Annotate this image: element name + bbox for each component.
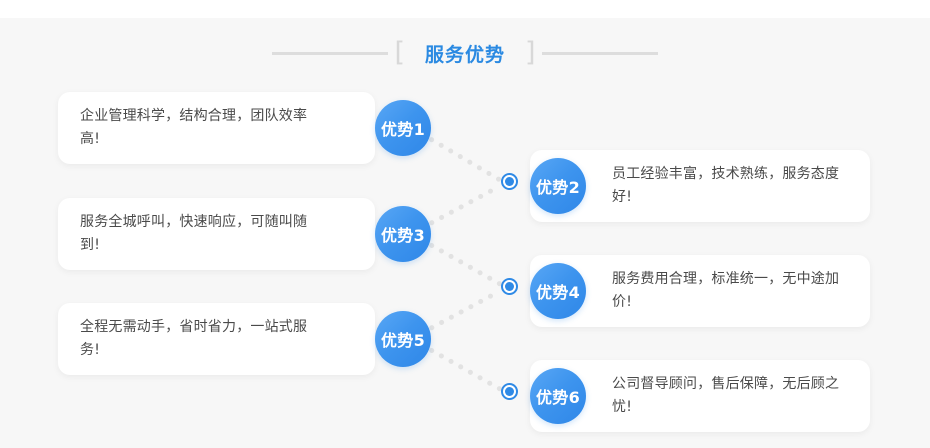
advantage-card-3[interactable]: 服务全城呼叫，快速响应，可随叫随到! [58,198,375,270]
advantage-badge-5[interactable]: 优势5 [375,311,431,367]
advantage-text-4: 服务费用合理，标准统一，无中途加价! [612,271,840,310]
advantage-row-2: 员工经验丰富，技术熟练，服务态度好! 优势2 [530,150,870,222]
advantage-text-1: 企业管理科学，结构合理，团队效率高! [80,108,308,147]
node-dot-2[interactable] [501,173,518,190]
bracket-left-icon: [ [394,36,405,68]
page-title: 服务优势 [424,43,505,66]
advantage-row-1: 企业管理科学，结构合理，团队效率高! 优势1 [58,92,431,164]
advantage-badge-1[interactable]: 优势1 [375,100,431,156]
advantage-row-5: 全程无需动手，省时省力，一站式服务! 优势5 [58,303,431,375]
advantage-badge-2[interactable]: 优势2 [530,158,586,214]
node-dot-6[interactable] [501,383,518,400]
advantage-badge-6[interactable]: 优势6 [530,368,586,424]
advantage-row-3: 服务全城呼叫，快速响应，可随叫随到! 优势3 [58,198,431,270]
advantage-badge-4[interactable]: 优势4 [530,263,586,319]
section-heading: [ 服务优势 ] [0,36,930,70]
advantage-card-6[interactable]: 公司督导顾问，售后保障，无后顾之忧! [530,360,870,432]
advantage-text-5: 全程无需动手，省时省力，一站式服务! [80,319,308,358]
advantage-card-2[interactable]: 员工经验丰富，技术熟练，服务态度好! [530,150,870,222]
advantage-text-2: 员工经验丰富，技术熟练，服务态度好! [612,166,840,205]
heading-rule-right [541,51,658,55]
bracket-right-icon: ] [525,36,536,68]
advantage-card-5[interactable]: 全程无需动手，省时省力，一站式服务! [58,303,375,375]
advantage-row-6: 公司督导顾问，售后保障，无后顾之忧! 优势6 [530,360,870,432]
advantage-card-4[interactable]: 服务费用合理，标准统一，无中途加价! [530,255,870,327]
advantage-badge-3[interactable]: 优势3 [375,206,431,262]
advantage-card-1[interactable]: 企业管理科学，结构合理，团队效率高! [58,92,375,164]
advantage-text-3: 服务全城呼叫，快速响应，可随叫随到! [80,214,308,253]
heading-rule-left [272,51,389,55]
node-dot-4[interactable] [501,278,518,295]
advantage-row-4: 服务费用合理，标准统一，无中途加价! 优势4 [530,255,870,327]
advantage-text-6: 公司督导顾问，售后保障，无后顾之忧! [612,376,840,415]
